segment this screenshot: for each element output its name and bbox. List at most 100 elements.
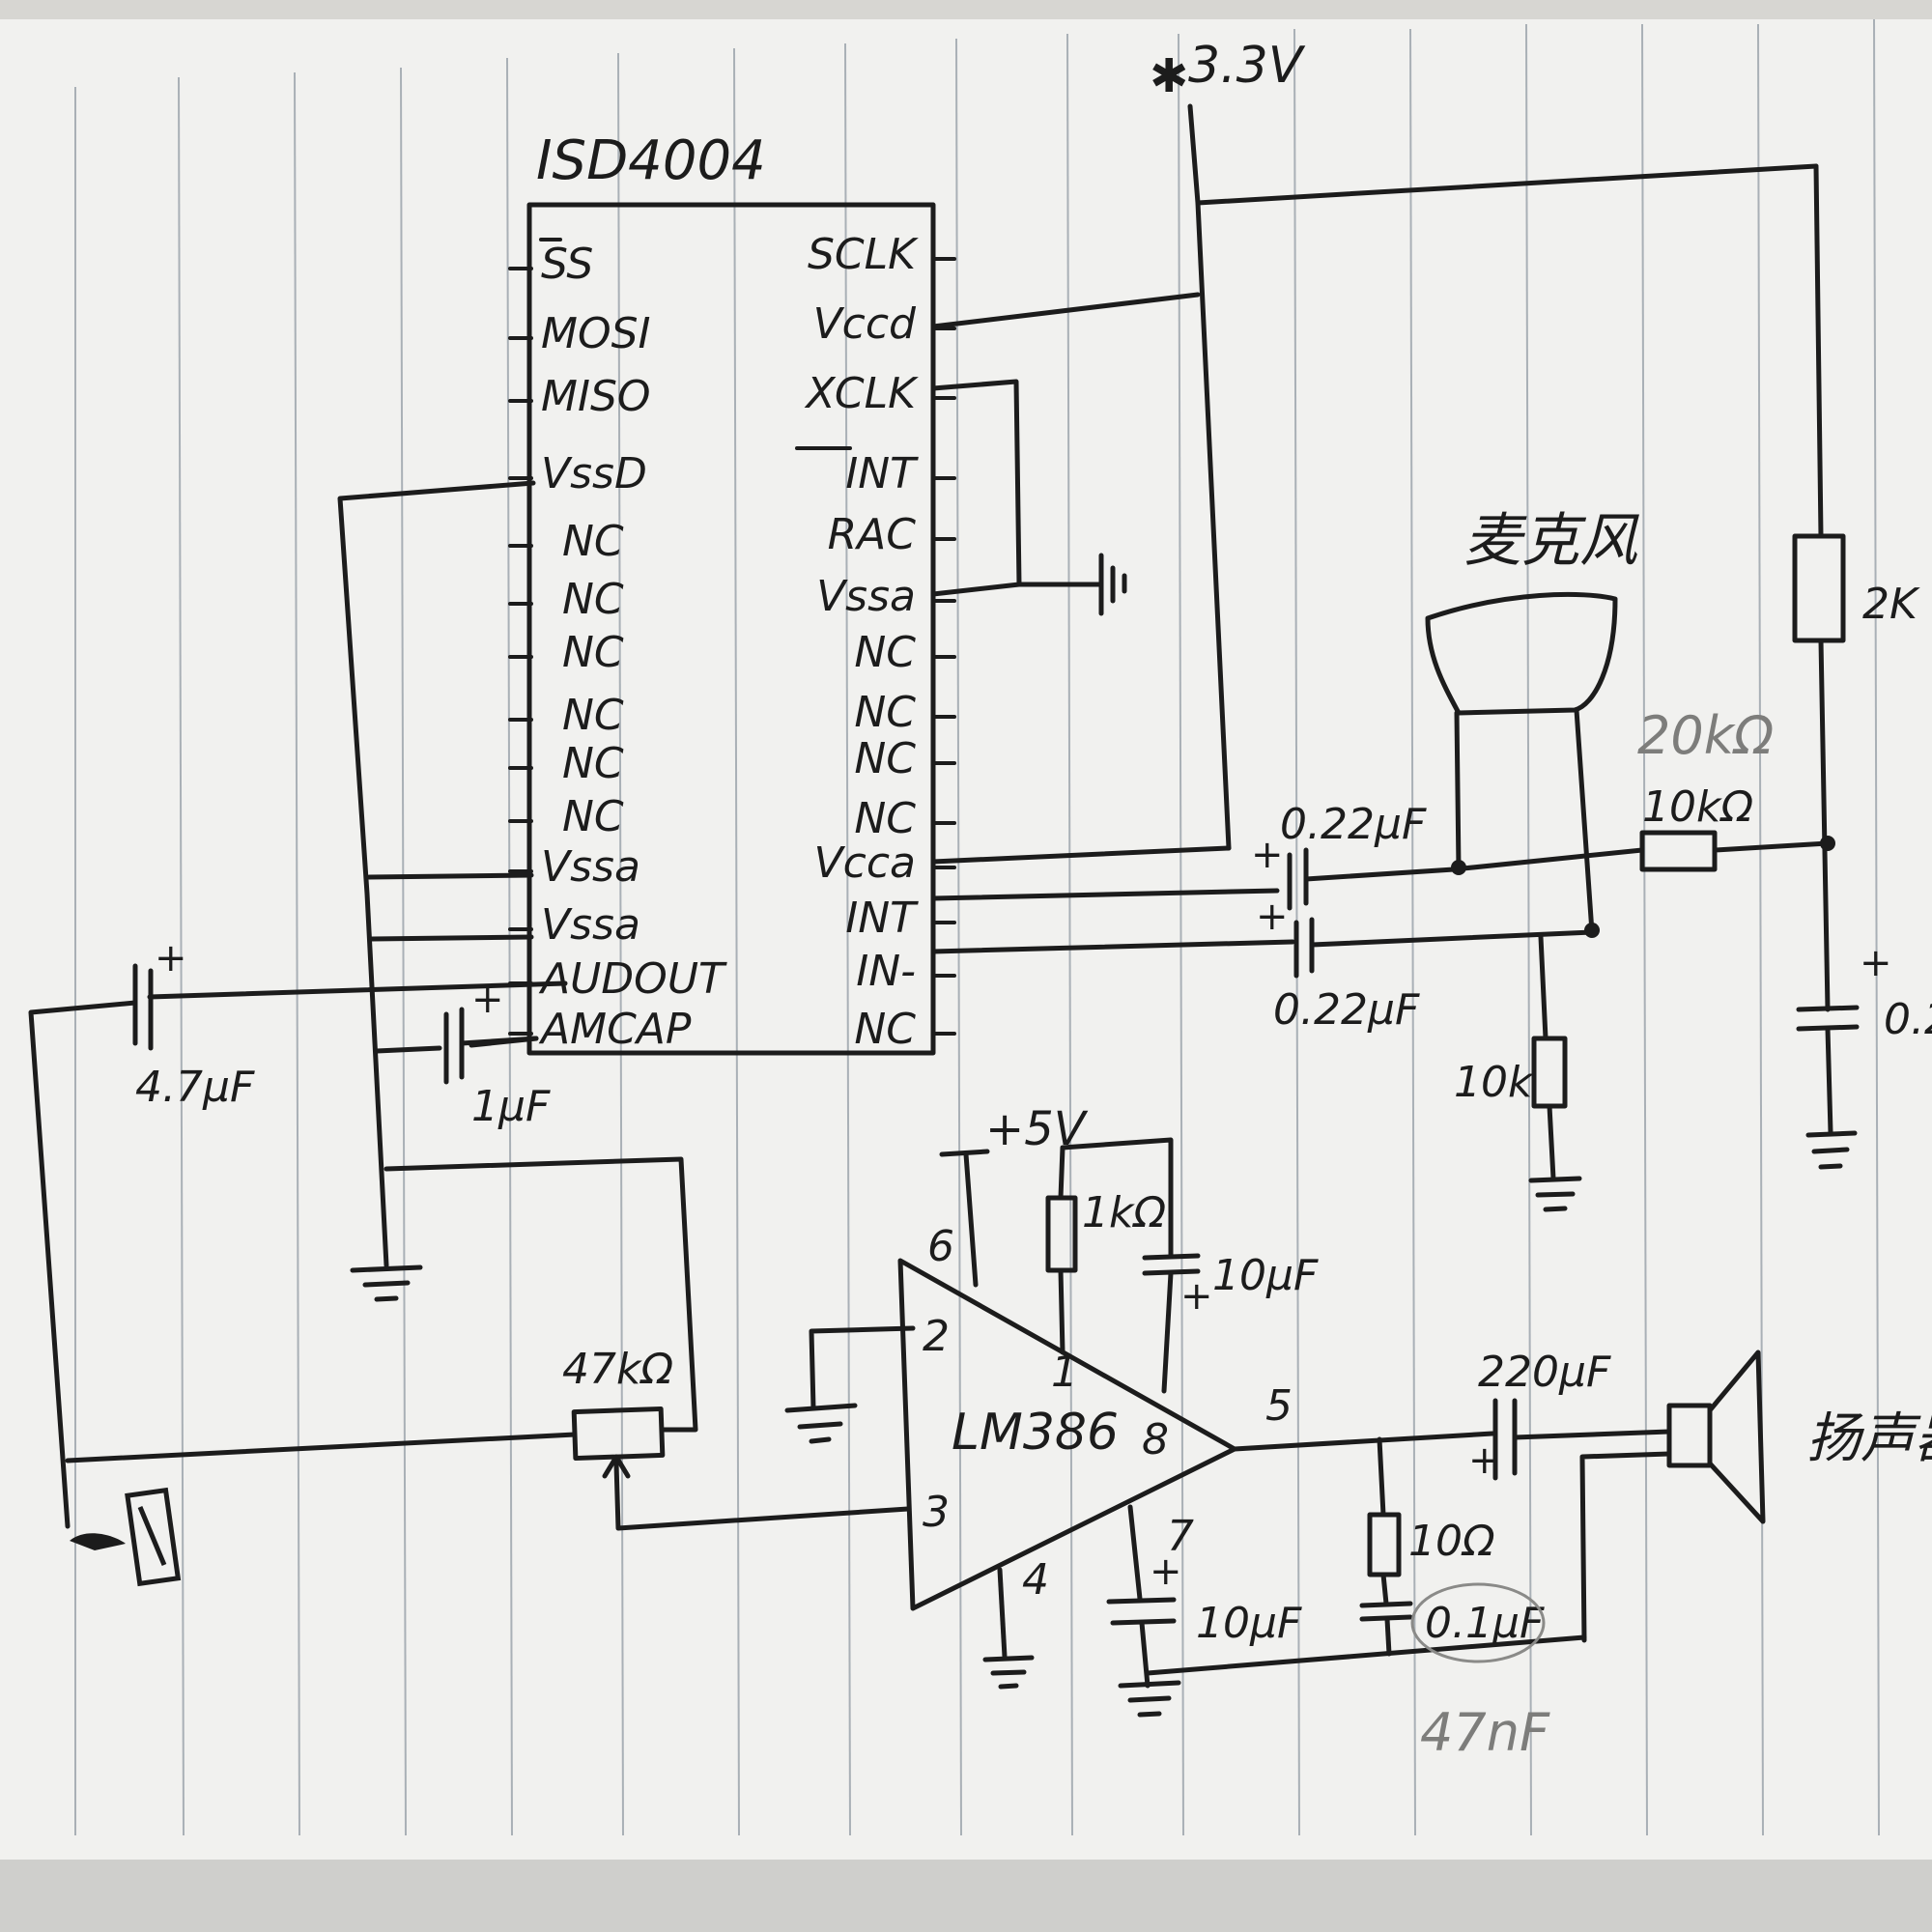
cap-gain-plus: + <box>1180 1274 1213 1319</box>
vccd-wire <box>930 292 1201 329</box>
amp-pin-7: 7 <box>1167 1512 1194 1561</box>
lm386-triangle <box>897 1258 1237 1611</box>
speaker-cone <box>1707 1350 1766 1524</box>
pot-value: 47kΩ <box>562 1345 673 1394</box>
amp-pin7-wire <box>1127 1504 1143 1602</box>
left-pin-label: VssD <box>541 449 647 498</box>
amp-pin2-wire <box>809 1325 916 1411</box>
isd4004-chip-body <box>526 202 936 1056</box>
r2k-top-wire <box>1813 163 1824 539</box>
resistor-zobel-value: 10Ω <box>1408 1517 1495 1566</box>
vcca-wire <box>930 845 1232 865</box>
mic-lead-right <box>1574 707 1595 935</box>
supply-3v3-label: 3.3V <box>1188 37 1306 95</box>
int-plus-wire <box>930 888 1280 901</box>
cap-amcap-value: 1μF <box>471 1082 551 1131</box>
left-pin-label: NC <box>562 691 624 740</box>
amp-pin8-wire <box>1161 1270 1174 1394</box>
pot-wiper-arrow <box>602 1454 631 1479</box>
in-minus-wire <box>930 939 1295 954</box>
left-pin-label: AMCAP <box>538 1005 692 1054</box>
left-pin-label: MOSI <box>541 309 651 358</box>
junction-dot-mic-left <box>1451 860 1466 875</box>
cap-zobel-pencil-value: 47nF <box>1420 1702 1550 1763</box>
left-pin-label: NC <box>562 739 624 788</box>
cap-audout-plus: + <box>155 936 187 980</box>
audout-wire <box>147 980 568 1000</box>
right-pin-label: SCLK <box>808 230 919 279</box>
cap-in-top-value: 0.22μF <box>1280 800 1427 849</box>
microphone-body <box>1425 591 1618 716</box>
left-pin-label: NC <box>562 575 624 624</box>
bias-to-2k-wire <box>1712 840 1831 853</box>
right-pin-label: RAC <box>828 510 917 559</box>
chip-name: ISD4004 <box>536 129 766 192</box>
amp-pin-4: 4 <box>1022 1555 1049 1605</box>
r2k-bottom-wire <box>1818 638 1831 1012</box>
ground-symbol-pin2 <box>784 1403 858 1444</box>
cap-in-bottom-plus: + <box>1256 895 1289 939</box>
cap-audout-value: 4.7μF <box>135 1063 255 1112</box>
cap-in-top-plus: + <box>1251 833 1284 877</box>
right-pin-label: INT <box>845 894 919 943</box>
right-pin-label: IN- <box>856 947 916 996</box>
zobel-top-wire <box>1377 1436 1386 1518</box>
notebook-paper <box>0 19 1932 1864</box>
switch-symbol <box>70 1487 182 1587</box>
cap-bypass-plus: + <box>1150 1549 1182 1594</box>
cap-zobel-value-circle <box>1410 1582 1546 1663</box>
right-pin-label: NC <box>854 1005 916 1054</box>
ground-symbol-xclk <box>1098 553 1127 616</box>
amp-name: LM386 <box>952 1404 1119 1462</box>
audout-to-switch-wire <box>28 1000 138 1529</box>
right-pin-label: NC <box>854 794 916 843</box>
junction-dot-mic-right <box>1584 923 1600 938</box>
amp-pin-1: 1 <box>1051 1348 1078 1397</box>
mic-label: 麦克风 <box>1463 507 1639 575</box>
left-pin-label: NC <box>562 628 624 677</box>
amp-pin-6: 6 <box>927 1222 954 1271</box>
ground-symbol-right <box>1805 1130 1858 1170</box>
output-cap-to-speaker-wire <box>1512 1429 1672 1440</box>
right-pin-label: Vssa <box>816 572 916 621</box>
speaker-body <box>1666 1403 1713 1468</box>
ground-symbol-pin7 <box>1118 1680 1181 1718</box>
amp-pin-2: 2 <box>923 1312 950 1361</box>
left-pin-label: NC <box>562 517 624 566</box>
mic-lead-left <box>1454 710 1462 872</box>
vssa-1-wire <box>366 872 534 880</box>
cap-right-plus: + <box>1860 941 1892 985</box>
vssa-2-wire <box>369 934 534 942</box>
resistor-2k-value: 2K <box>1862 580 1920 629</box>
ground-symbol-left <box>350 1264 423 1302</box>
cap-output-plus: + <box>1468 1438 1501 1483</box>
right-pin-label: Vcca <box>814 838 916 888</box>
paper-shadow-edge <box>0 1860 1932 1932</box>
cap-right-value: 0.2 <box>1884 995 1932 1044</box>
amp-pin-8: 8 <box>1142 1415 1169 1464</box>
right-pin-label: INT <box>845 449 919 498</box>
vssd-ground-wire <box>337 480 536 1268</box>
ground-symbol-pin4 <box>982 1655 1035 1690</box>
ground-symbol-10k <box>1528 1176 1582 1212</box>
pot-wiper-wire <box>613 1461 911 1531</box>
pot-left-wire <box>65 1432 578 1463</box>
resistor-bias-pencil-value: 20kΩ <box>1637 705 1774 766</box>
zobel-bottom-wire <box>1384 1616 1392 1657</box>
r10k-in-bottom-wire <box>1547 1103 1556 1181</box>
xclk-to-ground-wire <box>930 379 1102 587</box>
cap-zobel-value: 0.1μF <box>1425 1599 1545 1648</box>
pot-top-wire <box>384 1156 698 1433</box>
right-pin-label: NC <box>854 628 916 677</box>
supply-3v3-mark: ✱ <box>1150 49 1188 103</box>
left-pin-label: Vssa <box>541 900 640 950</box>
left-pin-label: AUDOUT <box>538 954 727 1004</box>
amp-pin6-wire <box>963 1151 979 1288</box>
speaker-label: 扬声器 <box>1806 1407 1932 1470</box>
resistor-10k-in-value: 10k <box>1454 1058 1534 1107</box>
cap-bypass-value: 10μF <box>1196 1599 1302 1648</box>
amcap-cap-right-wire <box>459 1036 539 1046</box>
left-pin-label: NC <box>562 792 624 841</box>
